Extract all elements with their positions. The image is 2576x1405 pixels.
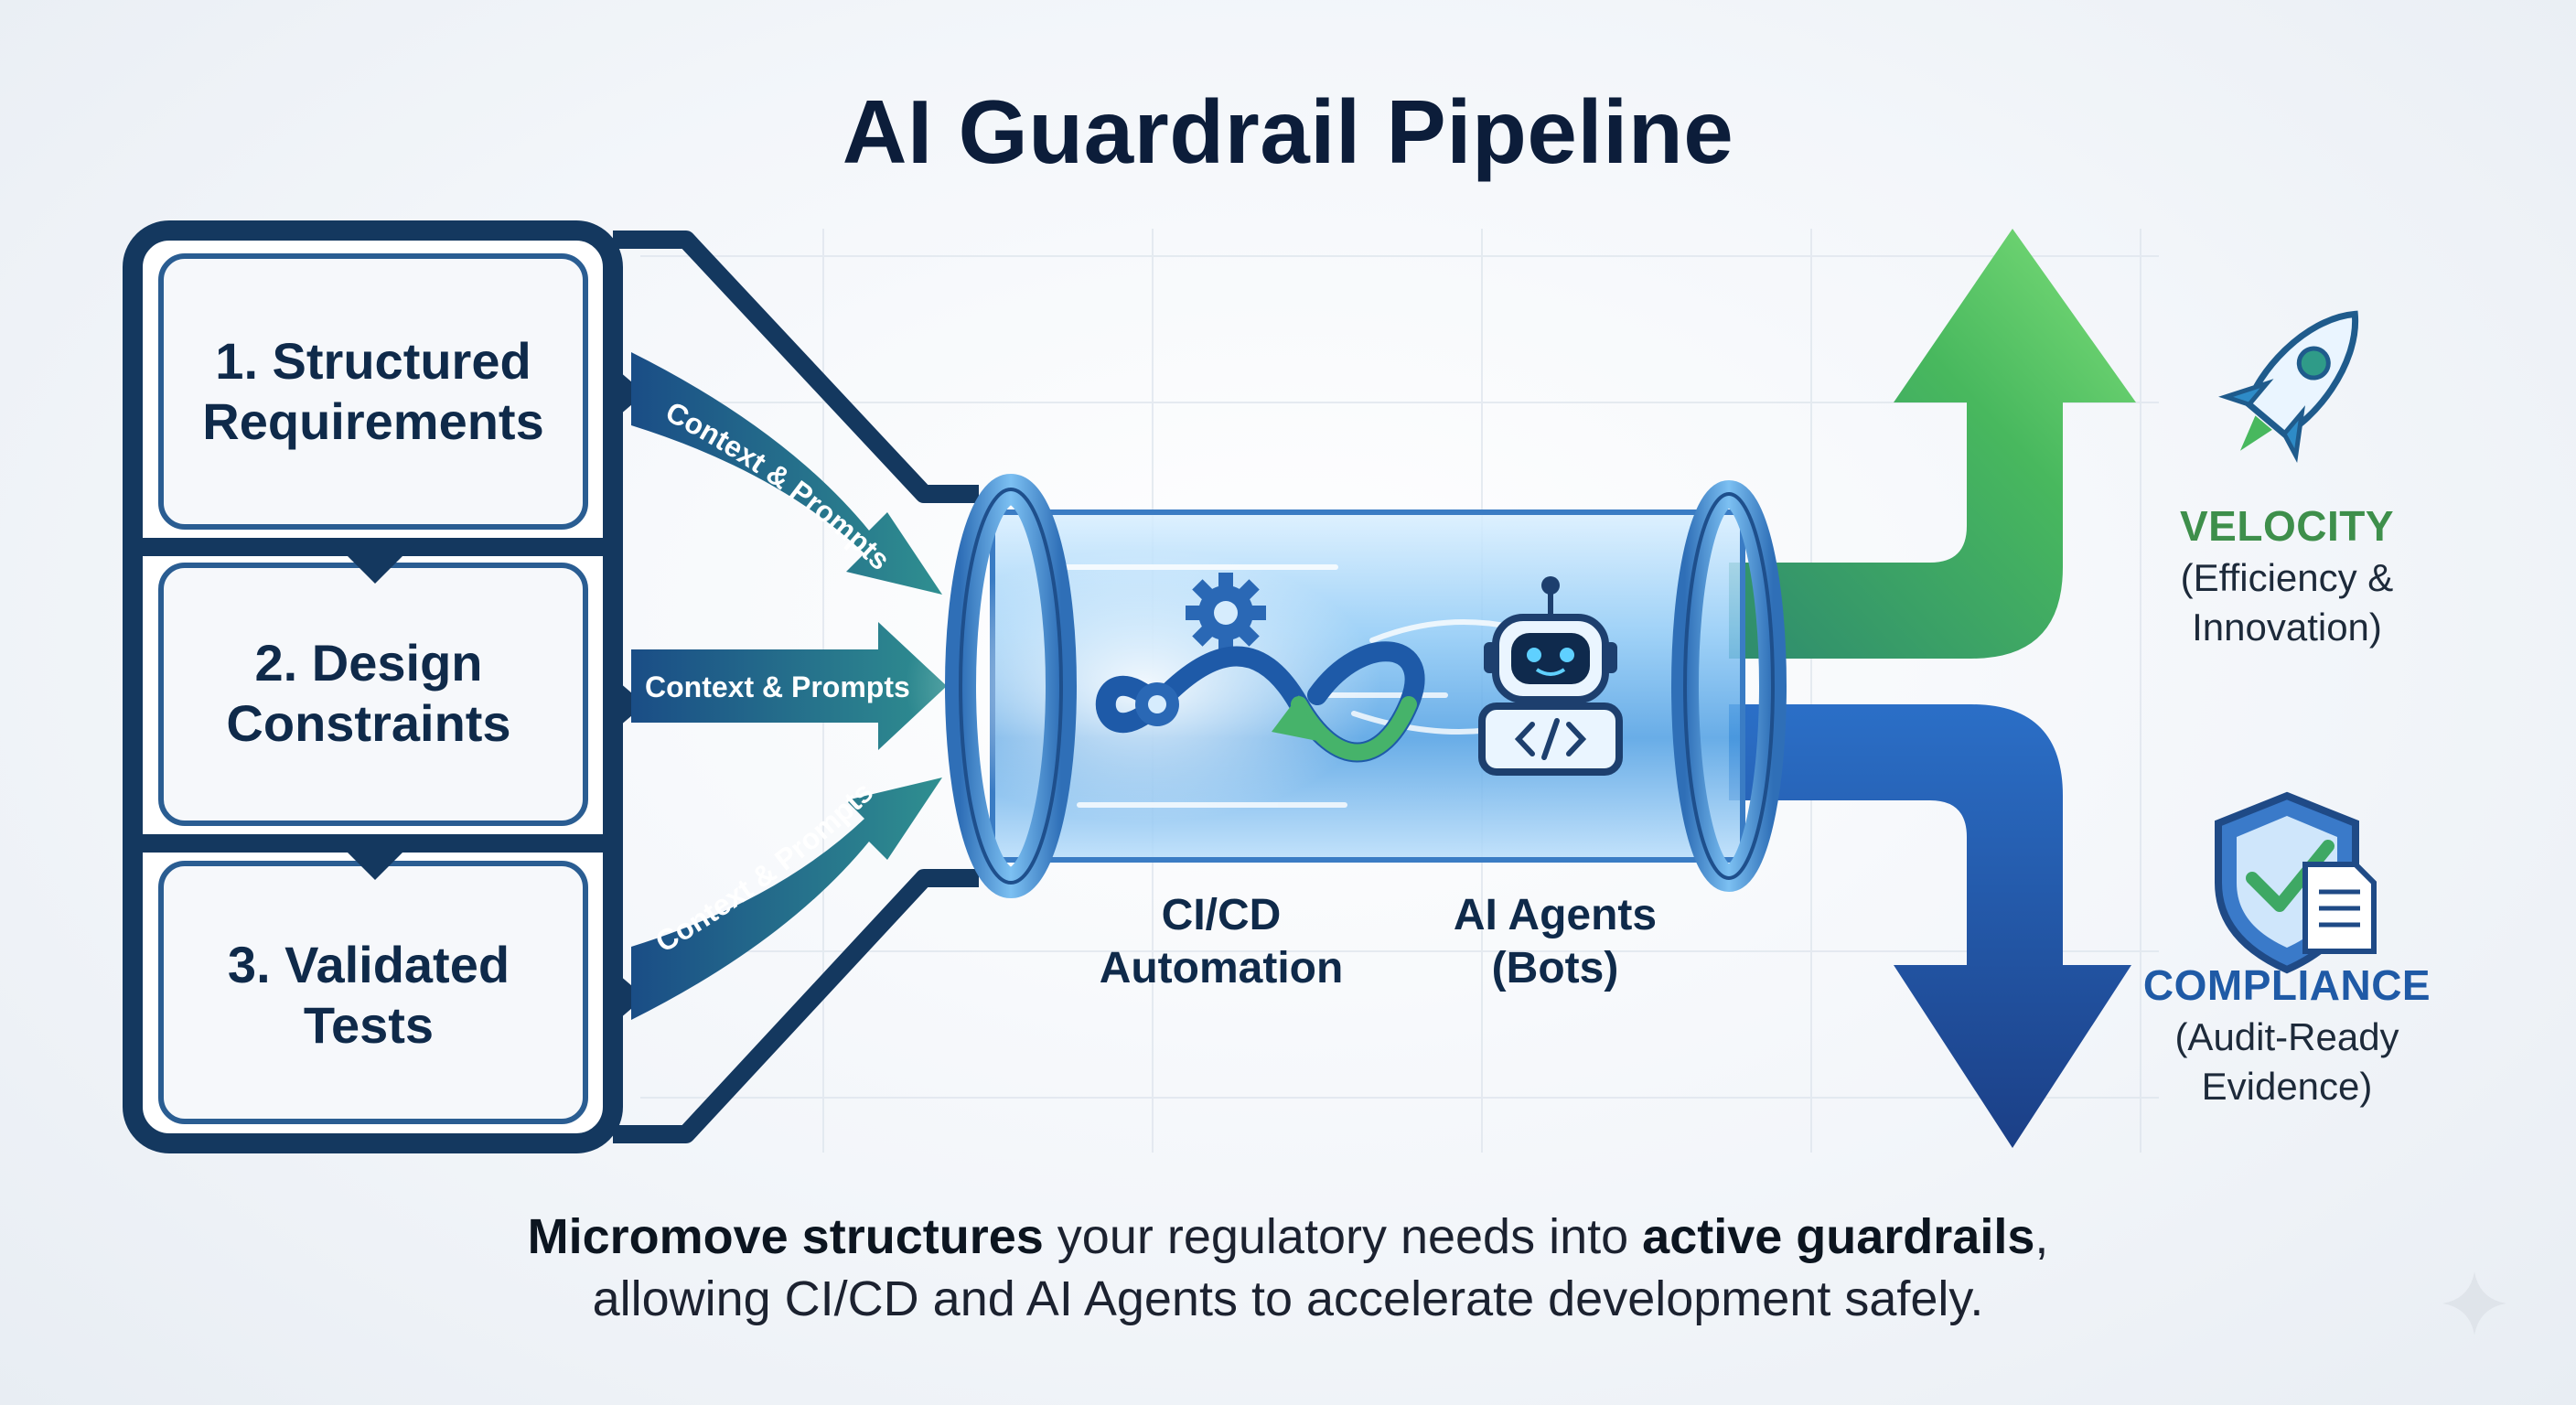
agents-label: AI Agents (Bots): [1453, 891, 1658, 992]
robot-icon: [1478, 576, 1623, 776]
stage-box-1: [158, 253, 588, 530]
output-arrows: [1729, 229, 2136, 1148]
rocket-icon: [2218, 310, 2359, 464]
cicd-label: CI/CD Automation: [1099, 891, 1344, 992]
sparkle-icon: [2442, 1271, 2506, 1335]
pipeline-tube: [906, 474, 1787, 898]
stage-label-1: 1. Structured Requirements: [202, 332, 544, 450]
compliance-heading: COMPLIANCE: [2142, 961, 2431, 1009]
stage-boxes: [123, 220, 645, 1153]
arrow-label-2: Context & Prompts: [645, 670, 910, 703]
input-arrows: Context & Prompts Context & Prompts Cont…: [631, 352, 947, 1020]
caption: Micromove structures your regulatory nee…: [0, 1206, 2576, 1330]
caption-line-2: allowing CI/CD and AI Agents to accelera…: [592, 1271, 1984, 1326]
stage-label-3: 3. Validated Tests: [227, 936, 510, 1054]
funnel-lines: [613, 231, 979, 1143]
cicd-icon: [1095, 573, 1425, 763]
document-icon: [2302, 862, 2377, 954]
code-icon: [1514, 718, 1587, 760]
velocity-description: (Efficiency & Innovation): [2180, 556, 2394, 649]
caption-line-1: Micromove structures your regulatory nee…: [527, 1209, 2049, 1264]
infinity-loop-icon: [1095, 641, 1425, 763]
velocity-heading: VELOCITY: [2179, 502, 2395, 550]
input-arrow-3: [631, 778, 942, 1020]
velocity-arrow: [1729, 229, 2136, 659]
gear-icon: [1186, 573, 1266, 653]
stage-connector-1: [329, 538, 421, 584]
page-title: AI Guardrail Pipeline: [842, 81, 1734, 182]
stage-label-2: 2. Design Constraints: [226, 634, 511, 752]
stage-connector-2: [329, 834, 421, 880]
input-arrow-1: [631, 352, 942, 595]
compliance-description: (Audit-Ready Evidence): [2174, 1015, 2399, 1108]
compliance-arrow: [1729, 704, 2131, 1148]
input-arrow-2: [631, 622, 947, 750]
